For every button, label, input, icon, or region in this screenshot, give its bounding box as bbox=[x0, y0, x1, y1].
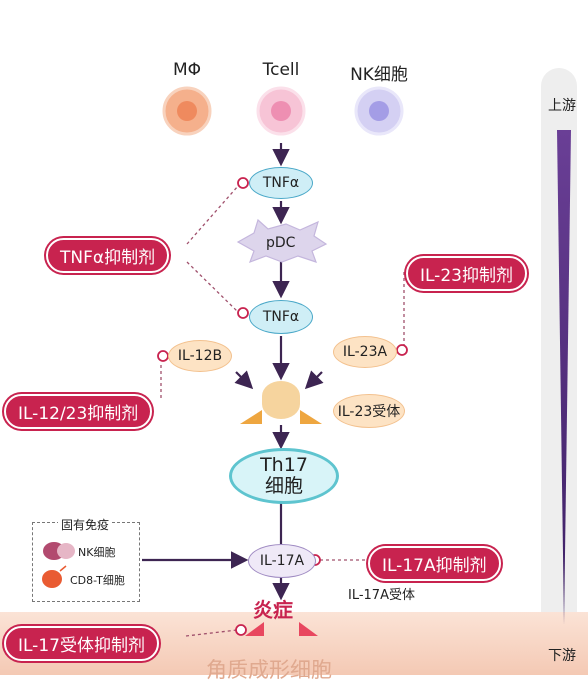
innate-nk-label: NK细胞 bbox=[78, 546, 116, 559]
dash-il17r-inhibitor bbox=[185, 629, 238, 637]
cd8t-small-cell-icon bbox=[42, 570, 62, 588]
tnfa-inhibitor-badge: TNFα抑制剂 bbox=[46, 238, 170, 273]
il17a-node: IL-17A bbox=[248, 544, 316, 578]
receptor-right-wing bbox=[300, 410, 322, 424]
arrow-il23a bbox=[304, 370, 324, 390]
th17-label-line2: 细胞 bbox=[264, 475, 303, 497]
innate-immunity-title: 固有免疫 bbox=[58, 516, 113, 533]
il17r-inhibitor-badge: IL-17受体抑制剂 bbox=[4, 626, 159, 661]
nk-label: NK细胞 bbox=[350, 65, 408, 85]
dash-tnfa-inhibitor-top bbox=[186, 185, 239, 245]
inhibit-mark-tnfa-top bbox=[237, 177, 249, 189]
receptor-left-wing bbox=[240, 410, 262, 424]
inhibit-mark-il12b bbox=[157, 350, 169, 362]
il23-inhibitor-badge: IL-23抑制剂 bbox=[406, 256, 527, 291]
inflammation-label: 炎症 bbox=[253, 598, 293, 622]
il17-receptor-right bbox=[299, 622, 318, 636]
il23a-node: IL-23A bbox=[333, 336, 397, 368]
pdc-cell-icon bbox=[236, 218, 328, 264]
arrow-il12b bbox=[234, 370, 254, 390]
tnfa-top-node: TNFα bbox=[249, 167, 313, 199]
il23-receptor-shape bbox=[262, 381, 300, 419]
inhibit-mark-il17r bbox=[235, 624, 247, 636]
upstream-label: 上游 bbox=[548, 98, 576, 114]
th17-label-line1: Th17 bbox=[260, 454, 308, 476]
keratinocyte-label: 角质成形细胞 bbox=[206, 658, 332, 682]
macrophage-label: MΦ bbox=[172, 60, 202, 80]
downstream-label: 下游 bbox=[548, 648, 576, 664]
tnfa-bottom-node: TNFα bbox=[249, 300, 313, 334]
il17-receptor-left bbox=[245, 622, 264, 636]
pdc-label: pDC bbox=[266, 235, 296, 251]
upstream-downstream-gradient bbox=[557, 130, 571, 625]
il12b-node: IL-12B bbox=[168, 340, 232, 372]
innate-immunity-box bbox=[32, 522, 140, 602]
th17-cell: Th17 细胞 bbox=[229, 448, 339, 504]
inhibit-mark-tnfa-bottom bbox=[237, 307, 249, 319]
inhibit-mark-il23a bbox=[396, 344, 408, 356]
dash-tnfa-inhibitor-bottom bbox=[186, 261, 239, 313]
il17a-inhibitor-badge: IL-17A抑制剂 bbox=[368, 546, 501, 581]
tcell-label: Tcell bbox=[262, 60, 300, 80]
innate-cd8t-label: CD8-T细胞 bbox=[70, 574, 125, 587]
il12-23-inhibitor-badge: IL-12/23抑制剂 bbox=[4, 394, 153, 429]
il23-receptor-label: IL-23受体 bbox=[333, 394, 405, 428]
il17a-receptor-label: IL-17A受体 bbox=[348, 588, 415, 603]
